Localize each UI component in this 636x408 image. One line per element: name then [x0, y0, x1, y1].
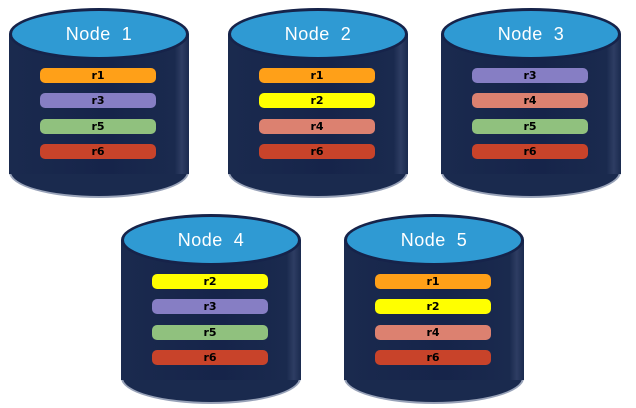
replica-bar: r6: [375, 350, 491, 365]
replica-label: r4: [310, 120, 324, 133]
replica-bar: r2: [152, 274, 268, 289]
cylinder-top-ellipse: Node 5: [344, 214, 524, 266]
replica-bar: r3: [40, 93, 156, 108]
replica-label: r1: [426, 275, 440, 288]
replica-label: r2: [426, 300, 440, 313]
replica-bar: r3: [472, 68, 588, 83]
replica-label: r5: [523, 120, 537, 133]
replica-label: r5: [91, 120, 105, 133]
replica-label: r6: [91, 145, 105, 158]
cylinder-top-ellipse: Node 2: [228, 8, 408, 60]
replica-bar: r5: [472, 119, 588, 134]
replica-label: r6: [523, 145, 537, 158]
replica-bar: r4: [259, 119, 375, 134]
cylinder-top-ellipse: Node 4: [121, 214, 301, 266]
replica-bar: r4: [472, 93, 588, 108]
replica-bar: r6: [40, 144, 156, 159]
node-title: Node 4: [177, 229, 245, 250]
replica-label: r1: [310, 69, 324, 82]
replica-bar: r1: [40, 68, 156, 83]
replica-label: r4: [523, 94, 537, 107]
replica-bar: r5: [152, 325, 268, 340]
replica-label: r5: [203, 326, 217, 339]
node-cylinder-4: Node 4 r2 r3 r5 r6: [121, 214, 301, 404]
replica-label: r2: [310, 94, 324, 107]
replica-label: r1: [91, 69, 105, 82]
replica-bar: r6: [472, 144, 588, 159]
replica-label: r2: [203, 275, 217, 288]
replica-bar: r1: [375, 274, 491, 289]
replica-bar: r2: [375, 299, 491, 314]
node-cylinder-3: Node 3 r3 r4 r5 r6: [441, 8, 621, 198]
node-cylinder-1: Node 1 r1 r3 r5 r6: [9, 8, 189, 198]
replica-bar: r2: [259, 93, 375, 108]
cylinder-top-ellipse: Node 1: [9, 8, 189, 60]
replica-label: r3: [523, 69, 537, 82]
replica-bar: r5: [40, 119, 156, 134]
cylinder-top-ellipse: Node 3: [441, 8, 621, 60]
replica-label: r6: [203, 351, 217, 364]
node-title: Node 1: [65, 23, 133, 44]
replica-bar: r6: [259, 144, 375, 159]
replica-label: r4: [426, 326, 440, 339]
node-cylinder-2: Node 2 r1 r2 r4 r6: [228, 8, 408, 198]
replica-bar: r6: [152, 350, 268, 365]
replica-bar: r1: [259, 68, 375, 83]
replica-label: r6: [310, 145, 324, 158]
node-cylinder-5: Node 5 r1 r2 r4 r6: [344, 214, 524, 404]
replica-label: r3: [91, 94, 105, 107]
replica-bar: r3: [152, 299, 268, 314]
node-title: Node 2: [284, 23, 352, 44]
node-title: Node 3: [497, 23, 565, 44]
replica-label: r6: [426, 351, 440, 364]
node-title: Node 5: [400, 229, 468, 250]
replica-bar: r4: [375, 325, 491, 340]
replica-label: r3: [203, 300, 217, 313]
